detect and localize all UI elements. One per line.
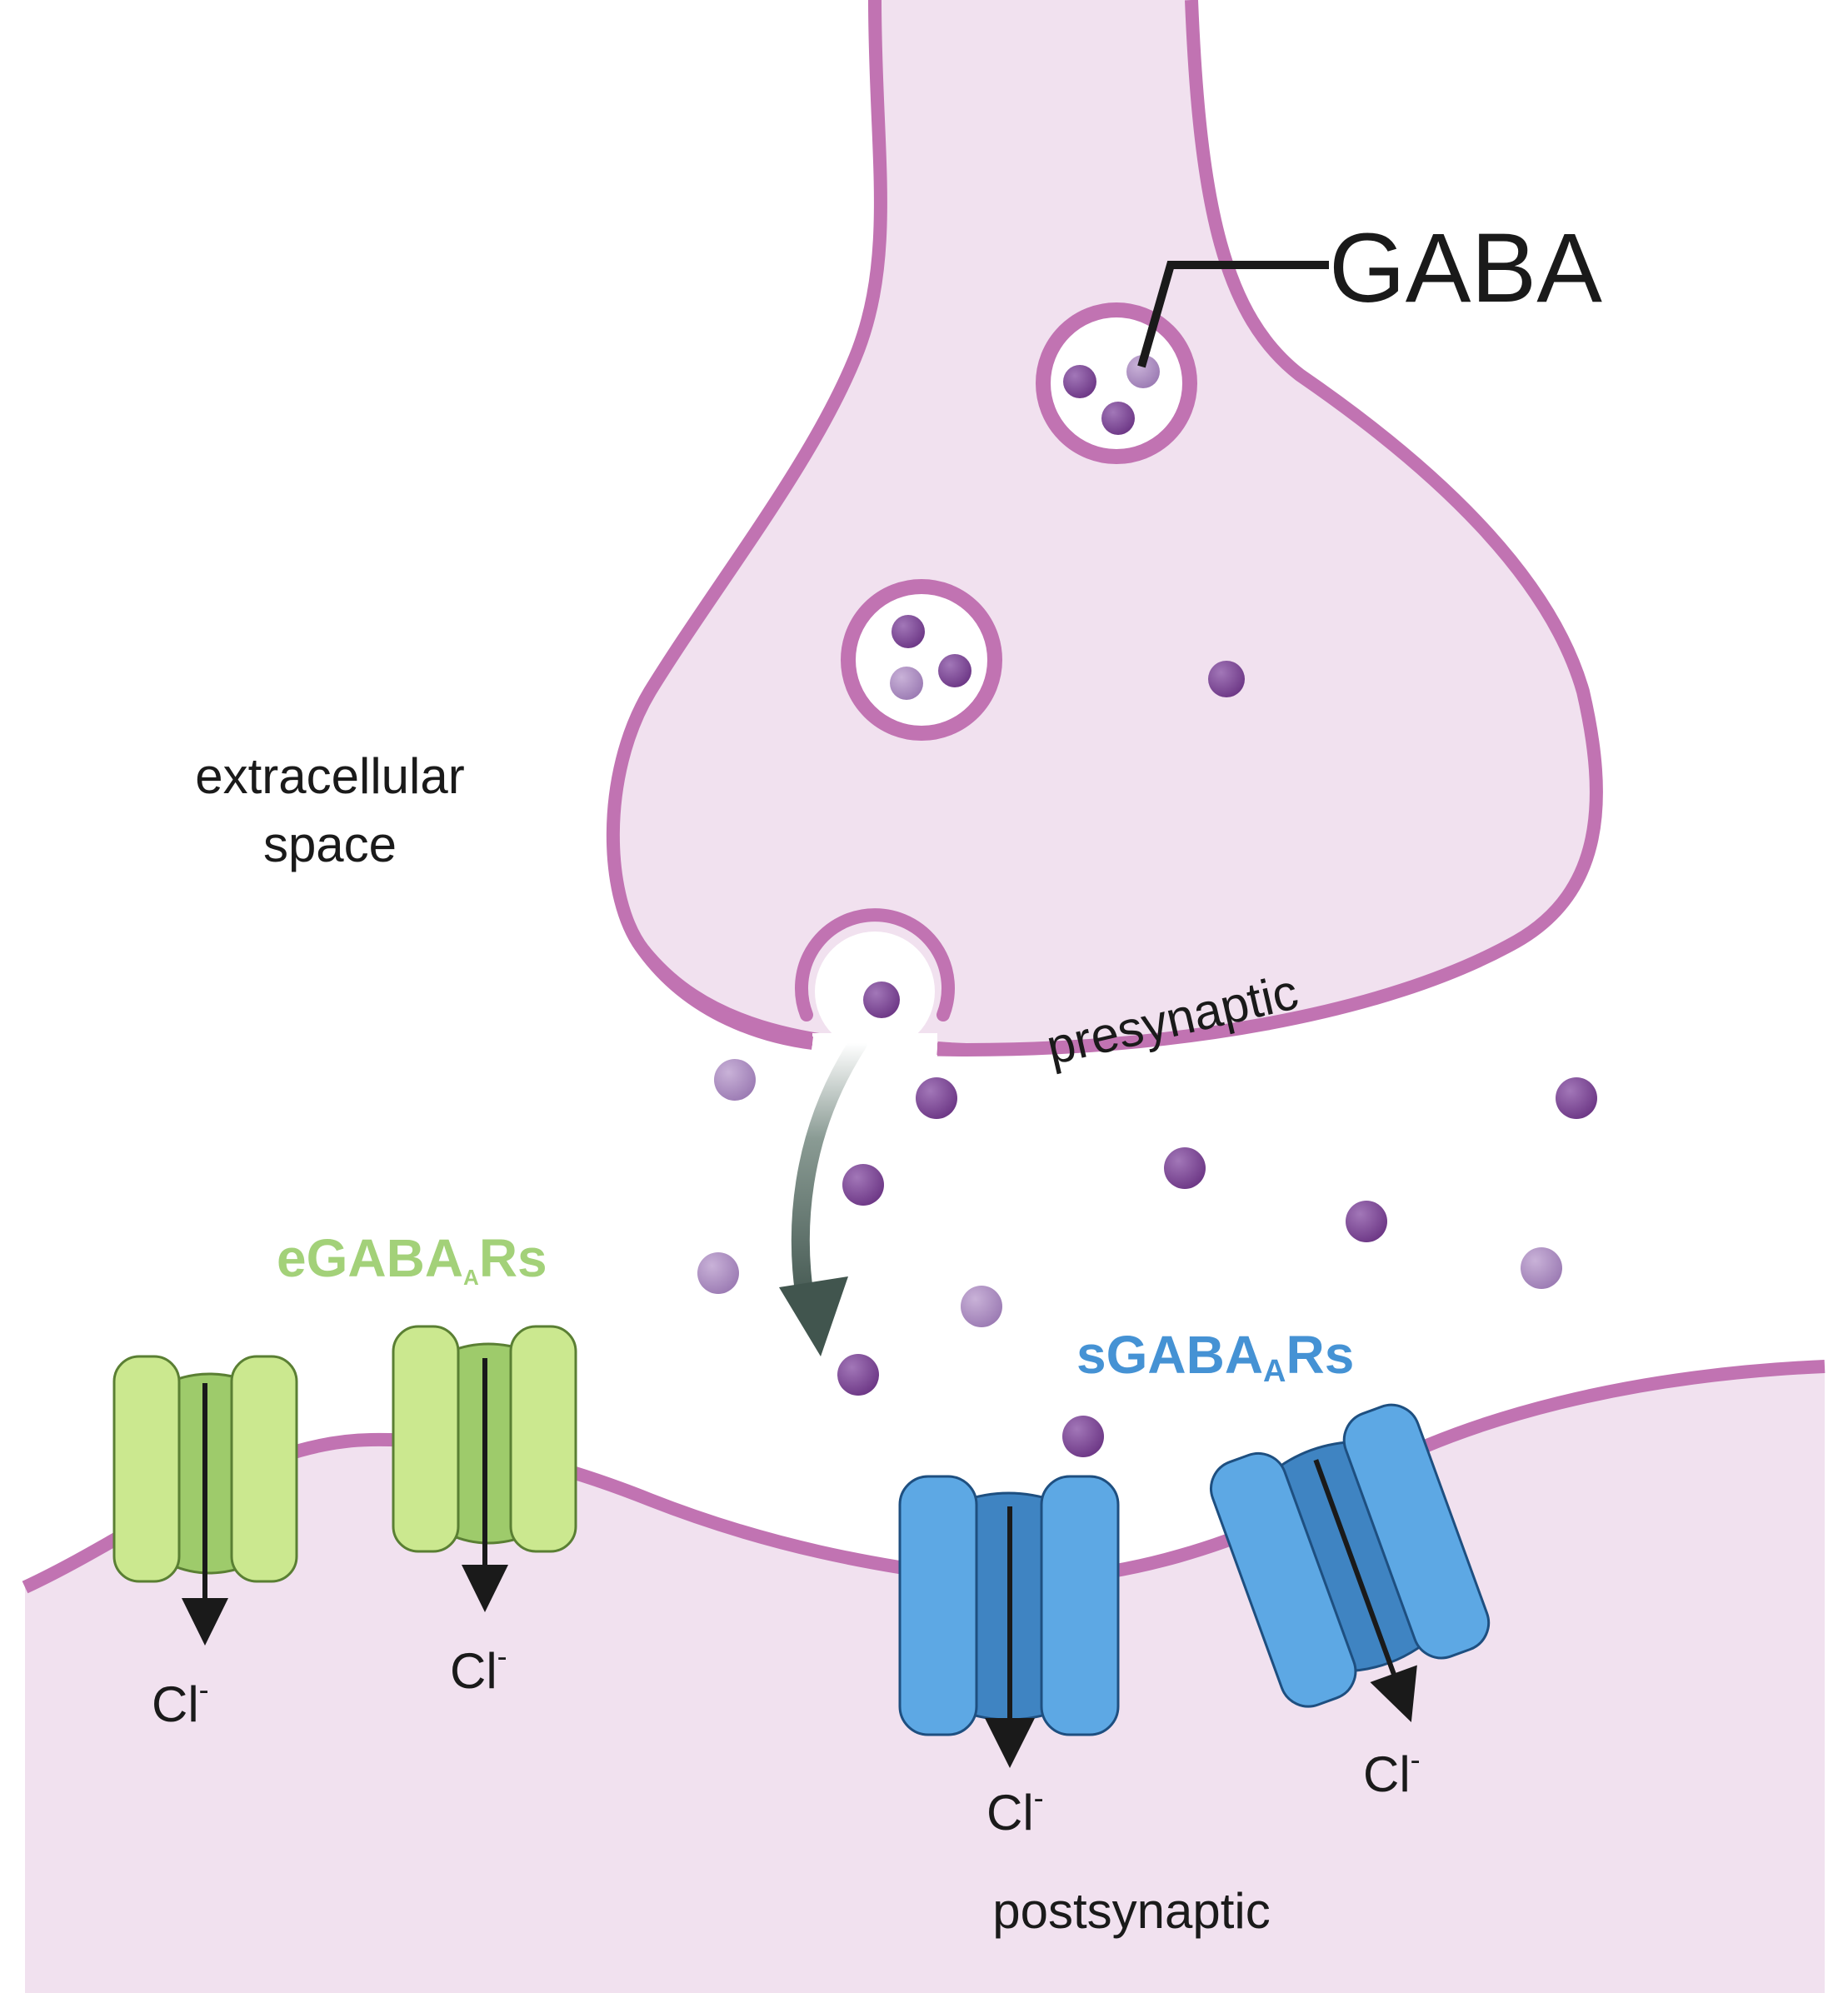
sgabaa-receptor: [1210, 1403, 1491, 1722]
gaba-molecule: [714, 1059, 756, 1101]
gaba-molecule: [863, 982, 900, 1018]
presynaptic-membrane-edge-right: [936, 1041, 967, 1056]
presynaptic-terminal: [606, 0, 1603, 1057]
egabaa-receptor: [112, 1355, 298, 1646]
chloride-flow-arrow: [1313, 1459, 1400, 1685]
gaba-molecule: [1062, 1416, 1104, 1457]
gaba-molecule: [1101, 402, 1135, 435]
sgabaa-label: sGABAARs: [1076, 1325, 1354, 1389]
chloride-label: Cl-: [986, 1781, 1044, 1841]
gaba-molecule: [837, 1354, 879, 1396]
chloride-label: Cl-: [1363, 1742, 1421, 1802]
gaba-molecule: [938, 654, 971, 687]
chloride-label: Cl-: [450, 1639, 507, 1699]
gaba-molecule: [1126, 355, 1160, 388]
egabaa-receptor: [392, 1325, 577, 1612]
gaba-callout-line: [1137, 261, 1329, 368]
membrane-opening: [812, 1033, 937, 1058]
sgabaa-receptor: [898, 1475, 1120, 1768]
gaba-molecule: [842, 1164, 884, 1206]
release-arrow-shaft: [791, 1034, 867, 1326]
chloride-label: Cl-: [152, 1672, 209, 1732]
gaba-molecule: [961, 1286, 1002, 1327]
extracellular-label-line1: extracellular: [195, 748, 464, 804]
synaptic-cleft-gaba: [697, 1059, 1597, 1457]
gaba-molecule: [1164, 1147, 1206, 1189]
gaba-molecule: [1556, 1077, 1597, 1119]
gaba-molecule: [697, 1252, 739, 1294]
fusing-vesicle-membrane: [795, 908, 955, 1021]
gaba-molecule: [916, 1077, 957, 1119]
release-arrow-head: [779, 1276, 848, 1356]
gaba-molecule: [892, 615, 925, 648]
presynaptic-membrane-edge-left: [637, 946, 814, 1050]
gaba-molecule: [1063, 365, 1096, 398]
vesicle-top: [1036, 302, 1197, 464]
postsynaptic-membrane: [22, 1360, 1826, 1594]
gaba-molecule: [1521, 1247, 1562, 1289]
gaba-molecule: [1346, 1201, 1387, 1242]
postsynaptic-label: postsynaptic: [992, 1883, 1271, 1939]
gaba-label: GABA: [1329, 213, 1602, 323]
extracellular-label-line2: space: [263, 817, 397, 872]
vesicle-middle: [841, 579, 1002, 741]
gaba-molecule: [890, 667, 923, 700]
egabaa-label: eGABAARs: [277, 1228, 547, 1290]
gaba-molecule: [1208, 661, 1245, 697]
